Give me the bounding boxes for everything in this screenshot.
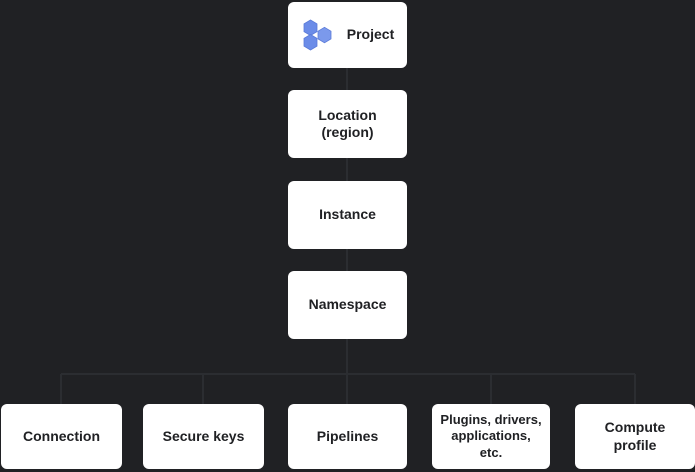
node-namespace-label: Namespace — [308, 296, 387, 313]
node-compute-profile[interactable]: Compute profile — [575, 404, 695, 469]
node-pipelines-label: Pipelines — [316, 427, 379, 444]
node-secure-keys[interactable]: Secure keys — [143, 404, 264, 469]
node-secure-keys-label: Secure keys — [162, 427, 245, 444]
node-plugins-label: Plugins, drivers, applications, etc. — [440, 412, 542, 460]
node-project[interactable]: Project — [288, 2, 407, 68]
node-namespace[interactable]: Namespace — [288, 271, 407, 339]
node-location-label: Location (region) — [318, 106, 377, 141]
node-instance-label: Instance — [319, 206, 376, 223]
node-instance[interactable]: Instance — [288, 181, 407, 249]
node-connection[interactable]: Connection — [1, 404, 122, 469]
node-compute-profile-label: Compute profile — [604, 419, 666, 453]
hexagon-cluster-icon — [303, 19, 332, 51]
node-pipelines[interactable]: Pipelines — [288, 404, 407, 469]
node-location[interactable]: Location (region) — [288, 90, 407, 158]
node-plugins[interactable]: Plugins, drivers, applications, etc. — [432, 404, 550, 469]
node-connection-label: Connection — [23, 427, 100, 444]
node-project-label: Project — [346, 26, 395, 43]
